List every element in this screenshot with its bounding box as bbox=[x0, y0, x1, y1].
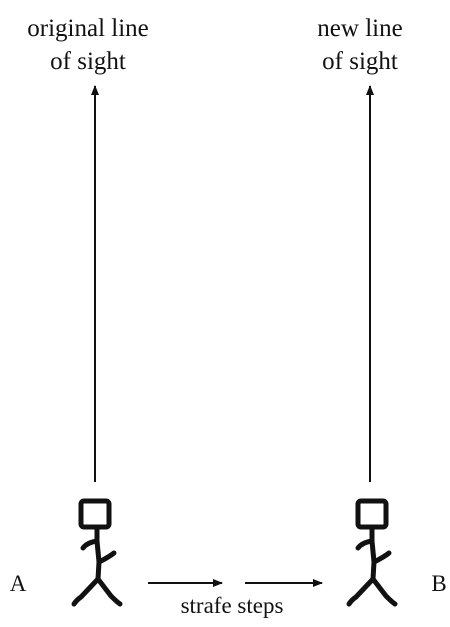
point-a-label: A bbox=[10, 571, 27, 596]
point-b-label: B bbox=[431, 571, 446, 596]
original-line-of-sight-label-line2: of sight bbox=[50, 48, 126, 75]
stick-figure-b-icon bbox=[349, 501, 395, 604]
new-line-of-sight-label-line1: new line bbox=[317, 15, 402, 42]
stick-figure-a-icon bbox=[74, 501, 120, 604]
strafe-steps-label: strafe steps bbox=[181, 593, 284, 618]
original-line-of-sight-label-line1: original line bbox=[27, 15, 149, 42]
new-line-of-sight-label-line2: of sight bbox=[322, 48, 398, 75]
